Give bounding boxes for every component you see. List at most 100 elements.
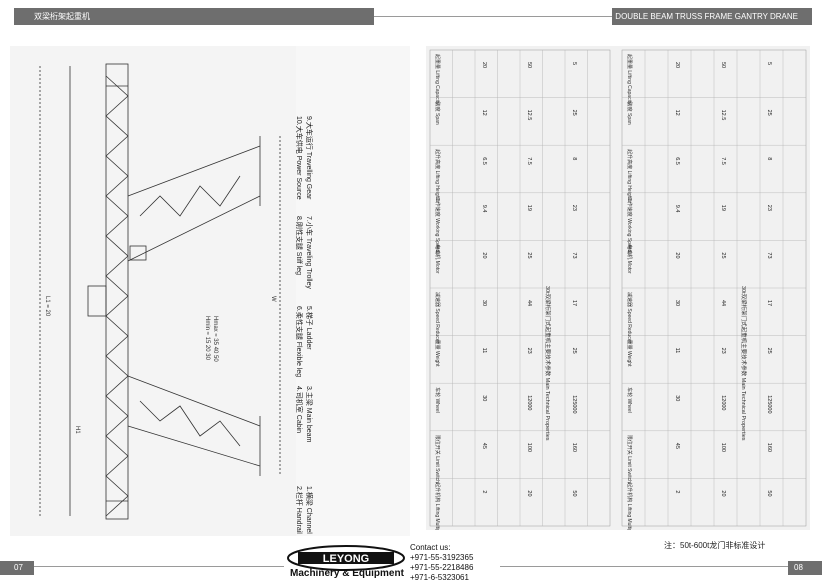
dim-label-span: L1 = 20: [44, 296, 50, 317]
legend-item-9: 9.大车运行 Travelling Gear: [305, 116, 312, 200]
table-header-1-2: 起升高度 Lifting Heights: [626, 149, 633, 203]
header-left-title: 双梁桁架起重机: [34, 12, 90, 21]
table-value-cell: 125000: [571, 395, 577, 413]
truss-pattern: [105, 75, 129, 517]
table-grid: 30t双梁桁架门式起重机主要技术参数 Main Technical Proper…: [429, 49, 807, 548]
legend-item-1: 1.横梁 Channel: [305, 486, 312, 534]
brand-subtitle: Machinery & Equipment: [290, 568, 404, 579]
table-value-cell: 23: [571, 205, 577, 211]
table-value-cell: 50: [766, 490, 772, 496]
table-value-cell: 9.4: [481, 205, 487, 213]
table-header-0-0: 起重量 Lifting Capacity: [434, 54, 441, 105]
header-right-title: DOUBLE BEAM TRUSS FRAME GANTRY DRANE: [615, 12, 798, 21]
page-right-text: 08: [794, 563, 803, 572]
logo-mark: LEYONG: [287, 545, 405, 571]
table-value-cell: 25: [571, 348, 577, 354]
table-value-cell: 12.5: [526, 110, 532, 121]
table-value-cell: 45: [674, 443, 680, 449]
table-header-0-5: 减速器 Speed Reducer: [434, 292, 441, 343]
table-value-cell: 25: [766, 110, 772, 116]
table-value-cell: 50: [526, 62, 532, 68]
table-header-1-9: 起升机构 Lifting Multiplication: [626, 482, 633, 530]
table-value-cell: 23: [720, 348, 726, 354]
trolley-shape: [87, 285, 107, 317]
table-value-cell: 25: [720, 252, 726, 258]
table-header-1-5: 减速器 Speed Reducer: [626, 292, 633, 343]
table-value-cell: 20: [674, 62, 680, 68]
crane-schematic: L1 = 20 Hmin ≈ 15 20 30 Hmax ≈ 35 40 50 …: [39, 63, 281, 520]
table-value-cell: 5: [766, 62, 772, 65]
table-header-1-1: 跨度 Span: [626, 102, 633, 125]
table-value-cell: 8: [571, 157, 577, 160]
table-header-1-0: 起重量 Lifting Capacity: [626, 54, 633, 105]
table-value-cell: 7.5: [720, 157, 726, 165]
table-value-cell: 125000: [766, 395, 772, 413]
table-header-0-8: 限位开关 Limit Switch: [434, 435, 441, 483]
table-header-1-4: 电动机 Motor: [626, 244, 633, 274]
flexible-leg: [127, 375, 261, 427]
table-value-cell: 12000: [526, 395, 532, 410]
table-value-cell: 9.4: [674, 205, 680, 213]
table-value-cell: 19: [720, 205, 726, 211]
table-top-title: 30t双梁桁架门式起重机主要技术参数 Main Technical Proper…: [544, 286, 552, 441]
legend-item-8: 8.刚性支腿 Stiff leg: [295, 216, 302, 276]
phone-2[interactable]: +971-55-2218486: [410, 563, 474, 572]
table-value-cell: 45: [481, 443, 487, 449]
footer-divider-left: [34, 566, 284, 567]
footer-divider-right: [500, 566, 788, 567]
table-value-cell: 11: [481, 348, 487, 354]
table-header-0-6: 重量 Weight: [434, 340, 441, 367]
table-header-1-3: 工作速度 Working Speeds: [626, 197, 633, 255]
phone-3[interactable]: +971-6-5323061: [410, 573, 469, 582]
dim-label-hmax: Hmax ≈ 35 40 50: [212, 316, 218, 362]
legend-item-5: 5.梯子 Ladder: [305, 306, 312, 350]
stiff-leg: [127, 145, 261, 197]
legend-item-2: 2.栏杆 Handrail: [295, 486, 302, 534]
table-value-cell: 23: [526, 348, 532, 354]
table-value-cell: 12000: [720, 395, 726, 410]
dim-label-h1: H1: [74, 426, 80, 434]
table-value-cell: 73: [571, 252, 577, 258]
table-value-cell: 5: [571, 62, 577, 65]
table-value-cell: 160: [766, 443, 772, 452]
table-value-cell: 44: [526, 300, 532, 306]
main-beam: [105, 63, 129, 520]
table-header-0-7: 车轮 Wheel: [434, 387, 441, 413]
specifications-table: 30t双梁桁架门式起重机主要技术参数 Main Technical Proper…: [426, 46, 810, 548]
gantry-crane-drawing: L1 = 20 Hmin ≈ 15 20 30 Hmax ≈ 35 40 50 …: [10, 46, 296, 536]
table-value-cell: 44: [720, 300, 726, 306]
component-legend: 1.横梁 Channel 2.栏杆 Handrail 3.主梁 Main bea…: [295, 46, 410, 536]
table-header-1-8: 限位开关 Limit Switch: [626, 435, 633, 483]
table-value-cell: 25: [766, 348, 772, 354]
header-right-bar: DOUBLE BEAM TRUSS FRAME GANTRY DRANE: [612, 8, 812, 25]
table-value-cell: 23: [766, 205, 772, 211]
table-header-1-7: 车轮 Wheel: [626, 387, 633, 413]
table-value-cell: 12.5: [720, 110, 726, 121]
dim-label-w: W: [270, 296, 276, 302]
table-value-cell: 20: [720, 490, 726, 496]
table-value-cell: 6.5: [481, 157, 487, 165]
table-value-cell: 30: [674, 300, 680, 306]
table-value-cell: 25: [526, 252, 532, 258]
table-value-cell: 11: [674, 348, 680, 354]
table-value-cell: 100: [526, 443, 532, 452]
brand-logo: LEYONG: [286, 544, 406, 584]
table-header-0-9: 起升机构 Lifting Multiplication: [434, 482, 441, 530]
page-left-text: 07: [14, 563, 23, 572]
header-divider: [374, 16, 612, 17]
table-header-0-1: 跨度 Span: [434, 102, 441, 125]
table-value-cell: 30: [481, 300, 487, 306]
table-value-cell: 12: [481, 110, 487, 116]
legend-item-6: 6.柔性支腿 Flexible leg: [295, 306, 302, 378]
cabin-shape: [129, 245, 147, 261]
phone-1[interactable]: +971-55-3192365: [410, 553, 474, 562]
table-header-0-2: 起升高度 Lifting Heights: [434, 149, 441, 203]
table-value-cell: 160: [571, 443, 577, 452]
table-value-cell: 19: [526, 205, 532, 211]
dim-label-hmin: Hmin ≈ 15 20 30: [204, 316, 210, 361]
table-header-0-4: 电动机 Motor: [434, 244, 441, 274]
legend-item-4: 4.司机室 Cabin: [295, 386, 302, 434]
table-value-cell: 2: [481, 490, 487, 493]
table-value-cell: 17: [571, 300, 577, 306]
table-value-cell: 50: [571, 490, 577, 496]
